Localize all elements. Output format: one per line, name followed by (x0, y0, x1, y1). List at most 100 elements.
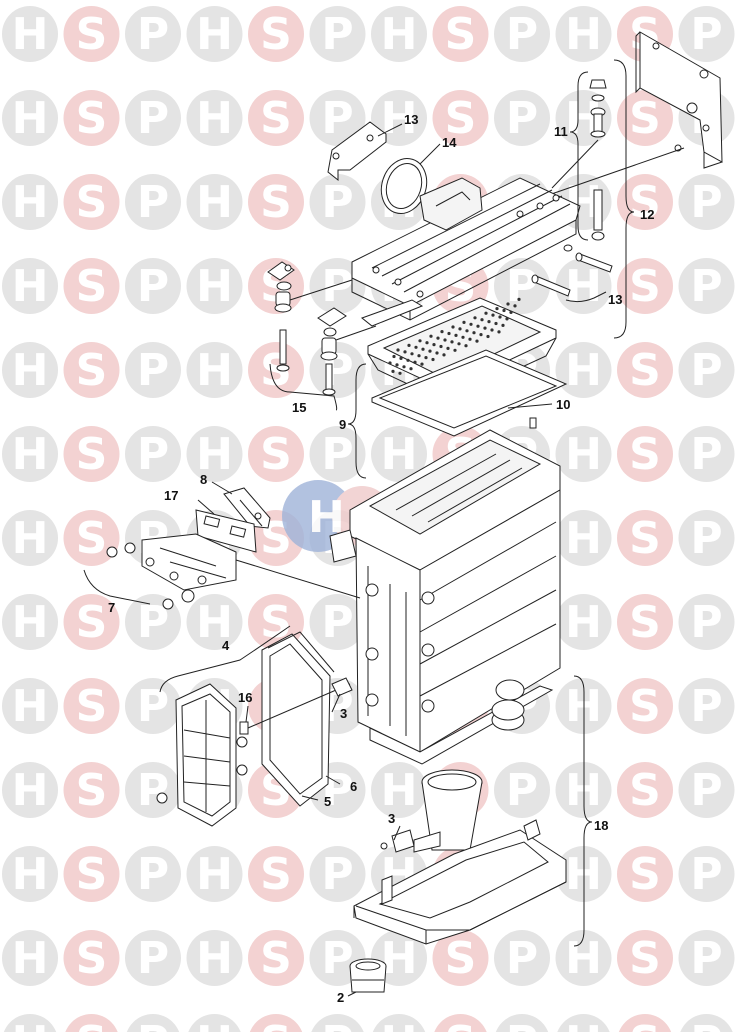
watermark-letter-h: H (12, 681, 49, 732)
watermark-circle-h (2, 90, 58, 146)
watermark-letter-p: P (690, 1017, 722, 1032)
watermark-letter-h: H (381, 9, 418, 60)
tray-hole (509, 310, 513, 314)
callout-16: 16 (238, 690, 252, 705)
watermark-circle-s (434, 1014, 487, 1032)
part-14-o-ring (380, 158, 428, 214)
watermark-letter-h: H (565, 9, 602, 60)
watermark-circle-s (63, 510, 120, 566)
watermark-letter-s: S (629, 93, 661, 144)
watermark-letter-p: P (321, 93, 353, 144)
watermark-circle-p (125, 90, 181, 146)
watermark-letter-p: P (506, 261, 538, 312)
watermark-letter-h: H (12, 177, 49, 228)
watermark-circle-p (125, 678, 181, 734)
watermark-circle-s (617, 426, 673, 482)
watermark-circle-s (617, 930, 673, 986)
tray-hole (483, 326, 487, 330)
tray-hole (465, 329, 469, 333)
watermark-letter-p: P (137, 933, 169, 984)
callout-10: 10 (556, 397, 570, 412)
tray-hole (396, 348, 400, 352)
watermark-circle-s (65, 1014, 118, 1032)
watermark-circle-s (63, 678, 120, 734)
watermark-letter-p: P (690, 429, 722, 480)
watermark-circle-h (2, 930, 58, 986)
watermark-letter-p: P (506, 93, 538, 144)
watermark-letter-s: S (76, 93, 108, 144)
watermark-circle-h (3, 1014, 57, 1032)
watermark-circle-p (678, 678, 735, 734)
part-8-electrode-bracket (223, 487, 271, 529)
watermark-letter-s: S (76, 9, 108, 60)
watermark-circle-p (680, 1014, 733, 1032)
watermark-circle-s (617, 258, 673, 314)
watermark-letter-h: H (12, 513, 49, 564)
watermark-circle-s (63, 258, 120, 314)
watermark-letter-h: H (196, 261, 233, 312)
tray-hole (501, 323, 505, 327)
watermark-circle-p (678, 258, 735, 314)
watermark-letter-h: H (381, 429, 418, 480)
watermark-circle-p (309, 174, 366, 230)
bracket-9 (347, 363, 367, 479)
watermark-circle-s (63, 426, 120, 482)
tray-hole (491, 313, 495, 317)
watermark-letter-p: P (137, 1017, 169, 1032)
callout-11: 11 (554, 124, 568, 139)
watermark-letter-s: S (260, 933, 292, 984)
tray-hole (440, 330, 444, 334)
watermark-circle-p (125, 258, 181, 314)
watermark-circle-p (309, 6, 366, 62)
watermark-circle-s (63, 846, 120, 902)
tray-hole (398, 371, 402, 375)
tray-hole (399, 356, 403, 360)
tray-hole (498, 315, 502, 319)
watermark-letter-h: H (196, 9, 233, 60)
watermark-letter-h: H (12, 765, 49, 816)
watermark-circle-s (618, 1014, 672, 1032)
callout-5: 5 (324, 794, 331, 809)
part-10-burner-tray (367, 297, 568, 437)
bracket-18 (573, 675, 593, 947)
watermark-circle-h (2, 342, 58, 398)
watermark-circle-s (617, 174, 673, 230)
tray-hole (428, 349, 432, 353)
watermark-letter-p: P (690, 849, 722, 900)
watermark-circle-s (617, 510, 673, 566)
watermark-letter-s: S (76, 513, 108, 564)
tray-hole (395, 363, 399, 367)
watermark-letter-h: H (565, 345, 602, 396)
tray-hole (432, 343, 436, 347)
tray-hole (457, 342, 461, 346)
watermark-letter-s: S (76, 429, 108, 480)
watermark-letter-h: H (12, 9, 49, 60)
watermark-letter-h: H (381, 765, 418, 816)
watermark-circle-s (248, 342, 304, 398)
callout-4: 4 (222, 638, 230, 653)
tray-hole (431, 357, 435, 362)
tray-hole (487, 320, 491, 324)
watermark-letter-h: H (196, 933, 233, 984)
combustion-top-plate (351, 177, 581, 327)
watermark-circle-p (309, 846, 366, 902)
callout-3-upper: 3 (340, 706, 347, 721)
tray-hole (450, 340, 454, 344)
watermark-circle-p (494, 6, 550, 62)
watermark-letter-h: H (196, 345, 233, 396)
watermark-circle-p (678, 6, 735, 62)
watermark-letter-p: P (506, 1017, 538, 1032)
watermark-circle-h (555, 342, 612, 398)
watermark-letter-h: H (12, 597, 49, 648)
watermark-letter-p: P (321, 9, 353, 60)
watermark-letter-p: P (137, 765, 169, 816)
watermark-circle-s (432, 90, 489, 146)
tray-hole (506, 302, 510, 306)
tray-hole (402, 365, 406, 369)
watermark-letter-p: P (690, 513, 722, 564)
watermark-circle-p (125, 174, 181, 230)
watermark-circle-s (617, 90, 673, 146)
watermark-letter-h: H (12, 429, 49, 480)
watermark-letter-s: S (629, 429, 661, 480)
